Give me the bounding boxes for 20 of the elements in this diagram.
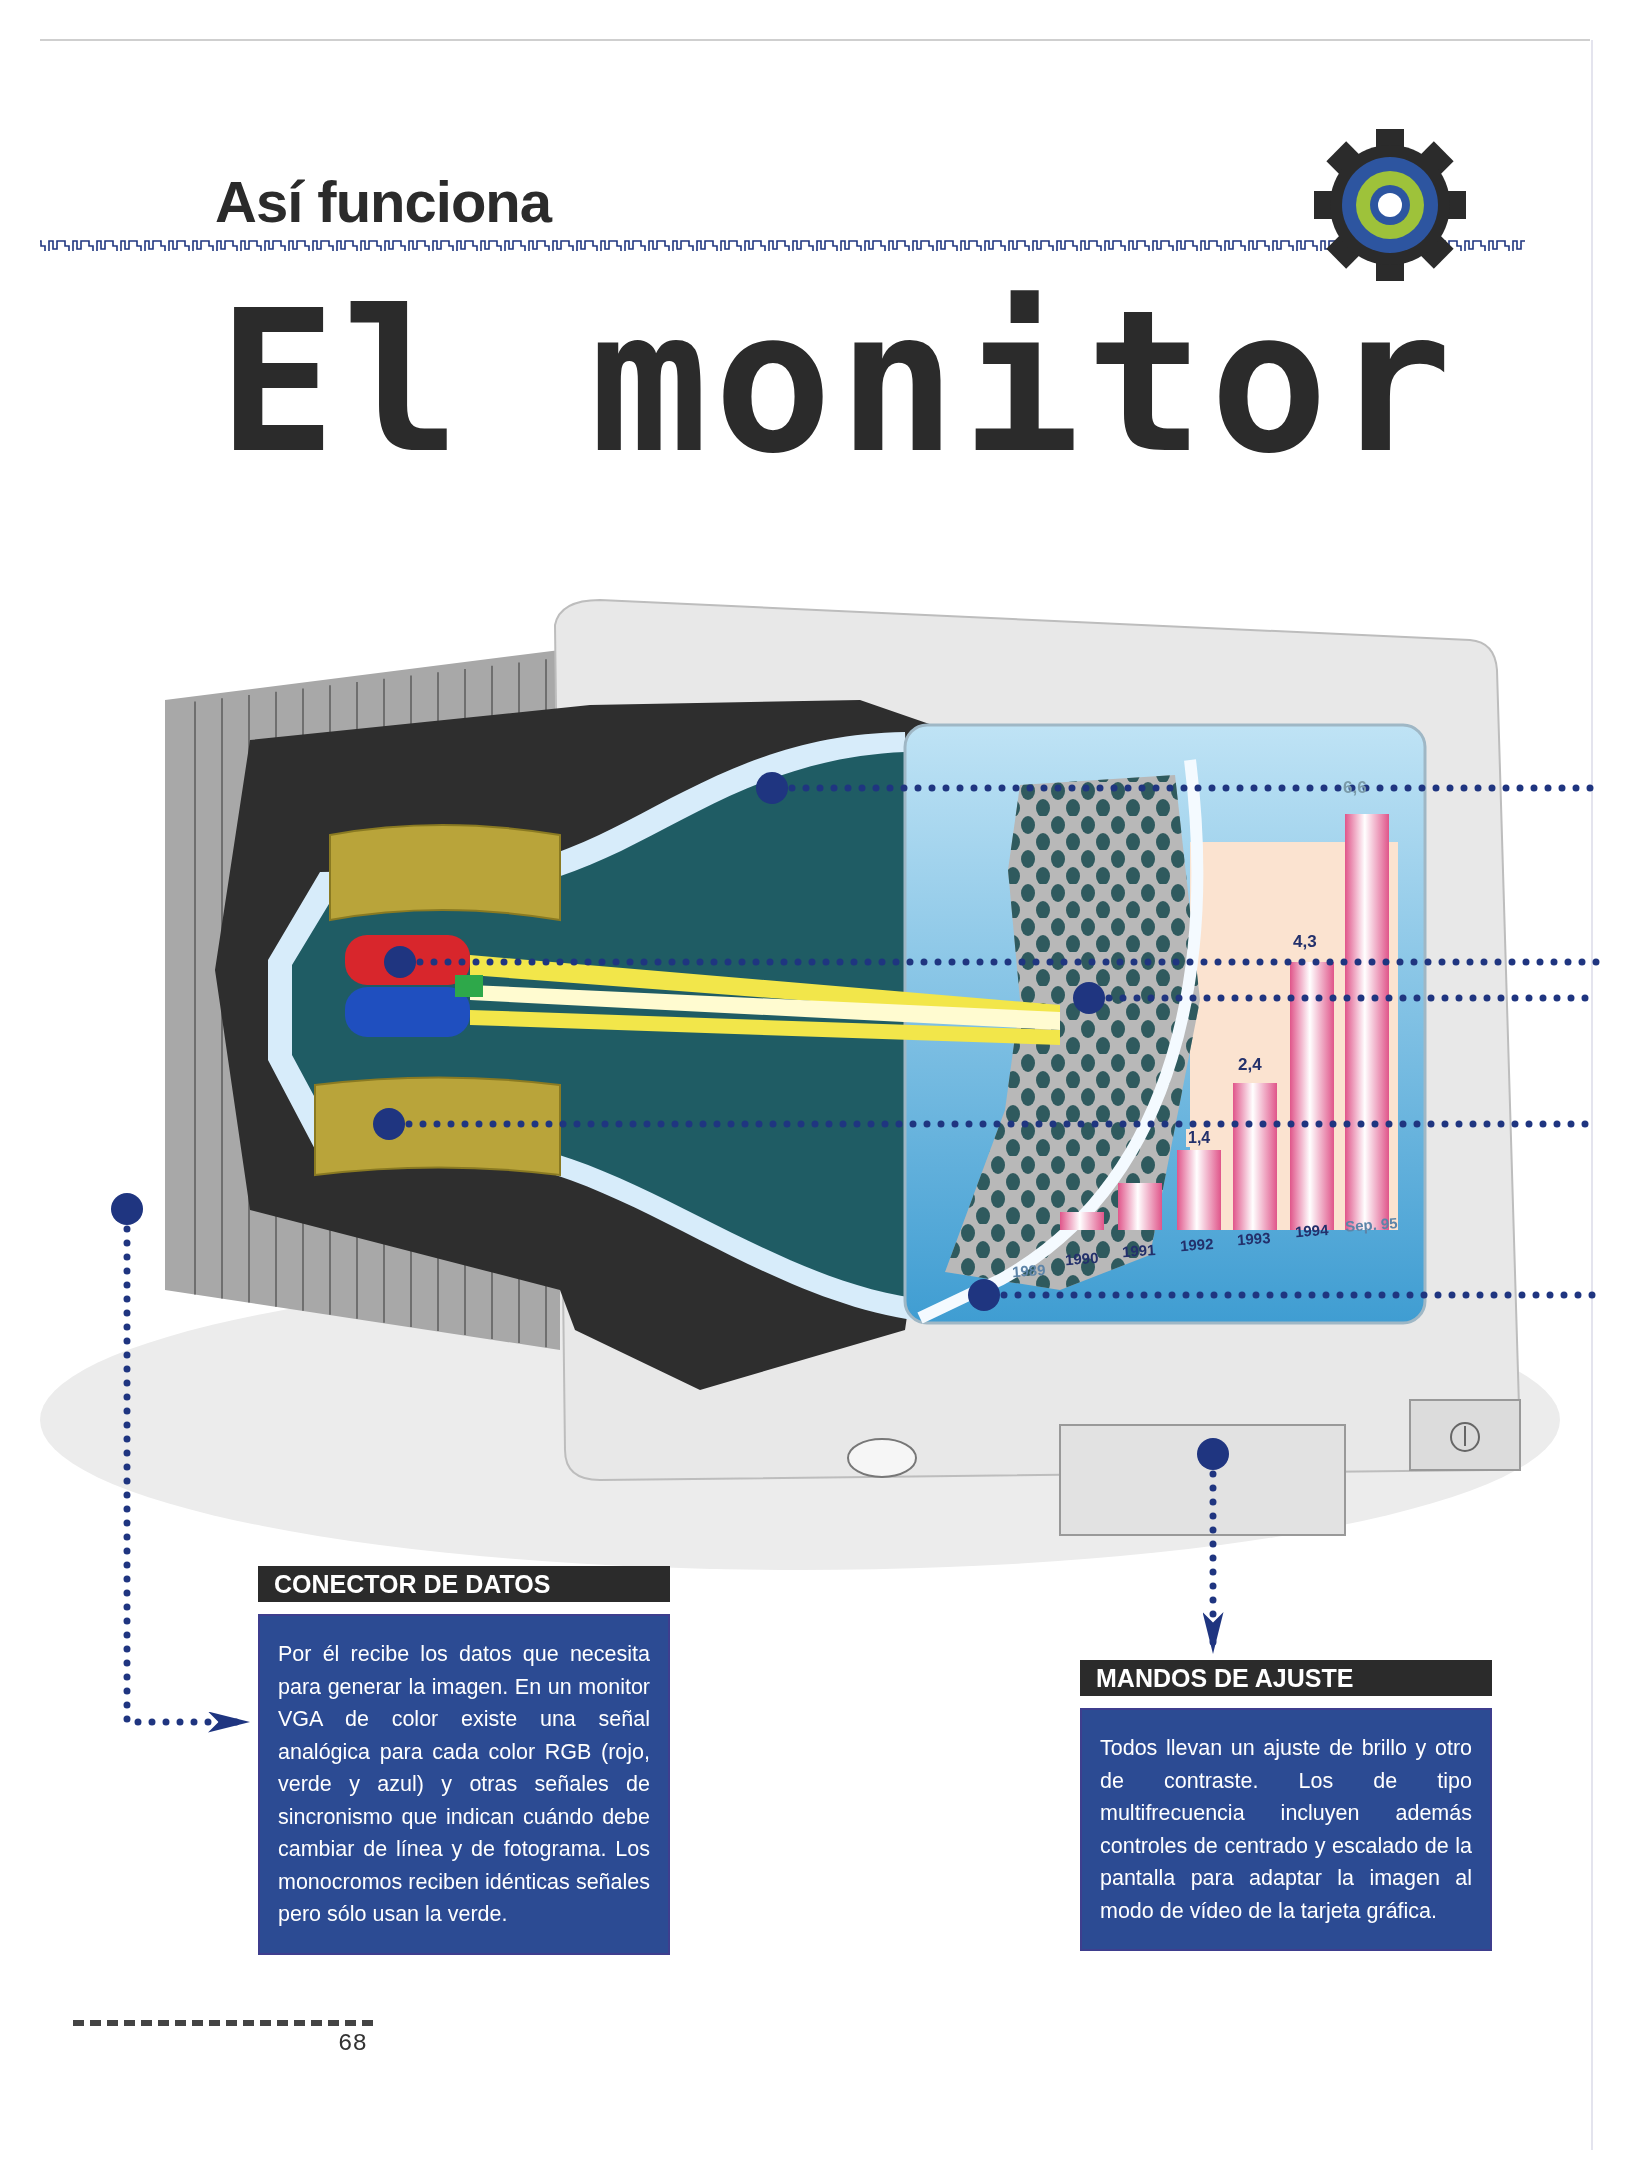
callout-dot <box>111 1193 143 1225</box>
value-label: 4,3 <box>1293 932 1317 952</box>
value-label: 1,4 <box>1186 1129 1213 1147</box>
axis-label: Sep. 95 <box>1344 1214 1399 1235</box>
section-heading: MANDOS DE AJUSTE <box>1080 1660 1492 1696</box>
axis-label: 1991 <box>1121 1240 1156 1261</box>
value-label: 2,4 <box>1238 1055 1262 1075</box>
axis-label: 1990 <box>1064 1248 1099 1269</box>
axis-label: 1994 <box>1294 1220 1329 1241</box>
value-label: 6,6 <box>1343 778 1367 798</box>
text-panel: Todos llevan un ajuste de brillo y otro de contraste. Los de tipo multifrecuencia incluyen además controles de centrado y escalado de la pantalla para adaptar la imagen al modo de vídeo de la tarjeta gráfica. <box>1080 1708 1492 1951</box>
axis-label: 1993 <box>1236 1228 1271 1249</box>
page-number: 68 <box>338 2030 367 2057</box>
text-panel: Por él recibe los datos que necesita para generar la imagen. En un monitor VGA de color existe una señal analógica para cada color RGB (rojo, verde y azul) y otras señales de sincronismo que indican cuándo debe cambiar de línea y de fotograma. Los monocromos reciben idénticas señales pero sólo usan la verde. <box>258 1614 670 1955</box>
axis-label: 1989 <box>1011 1260 1046 1281</box>
section-label: Así funciona <box>215 168 552 235</box>
section-heading: CONECTOR DE DATOS <box>258 1566 670 1602</box>
leader-line <box>416 958 1602 966</box>
page-title: El monitor <box>218 267 1459 498</box>
axis-label: 1992 <box>1179 1234 1214 1255</box>
